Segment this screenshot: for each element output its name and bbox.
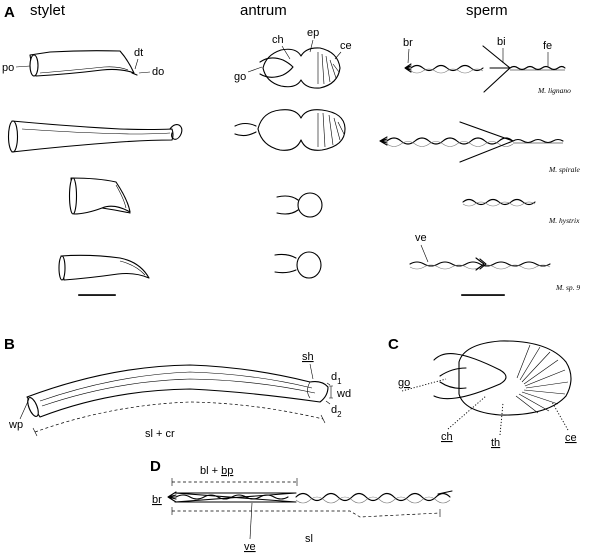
- panel-b: B sh d1 wd d2 wp sl + cr: [4, 336, 351, 440]
- species-label-m-hystrix: M. hystrix: [548, 216, 580, 225]
- panel-d: D bl + bp br ve sl: [150, 458, 453, 553]
- label-sh: sh: [302, 351, 314, 363]
- label-d2: d2: [331, 404, 342, 419]
- label-ve-d: ve: [244, 541, 256, 553]
- stylet-m-hystrix: [68, 177, 131, 215]
- panel-c: C go ch th ce: [388, 336, 577, 449]
- label-po: po: [2, 62, 14, 74]
- antrum-m-sp9: [274, 251, 322, 279]
- column-title-stylet: stylet: [30, 2, 66, 19]
- label-go-c: go: [398, 377, 410, 389]
- label-sl-cr: sl + cr: [145, 428, 175, 440]
- label-ch-c: ch: [441, 431, 453, 443]
- column-title-sperm: sperm: [466, 2, 508, 19]
- species-label-m-spirale: M. spirale: [548, 165, 581, 174]
- stylet-m-lignano: po dt do: [2, 47, 164, 78]
- label-wp: wp: [8, 419, 23, 431]
- label-fe: fe: [543, 40, 552, 52]
- sperm-m-spirale: M. spirale: [379, 121, 581, 174]
- label-bi: bi: [497, 36, 506, 48]
- dashed-length-line-b: [34, 401, 324, 433]
- sperm-m-lignano: br bi fe M. lignano: [403, 36, 571, 95]
- panel-letter-b: B: [4, 336, 15, 353]
- label-d1: d1: [331, 371, 342, 386]
- species-label-m-sp9: M. sp. 9: [555, 283, 580, 292]
- label-go: go: [234, 71, 246, 83]
- label-ve: ve: [415, 232, 427, 244]
- panel-a: A stylet antrum sperm po dt do: [2, 2, 581, 296]
- antrum-m-lignano: ch ep ce go: [234, 27, 352, 89]
- label-ce-c: ce: [565, 432, 577, 444]
- label-th-c: th: [491, 437, 500, 449]
- panel-letter-c: C: [388, 336, 399, 353]
- label-sl-d: sl: [305, 533, 313, 545]
- species-label-m-lignano: M. lignano: [537, 86, 571, 95]
- label-br: br: [403, 37, 413, 49]
- label-br-d: br: [152, 494, 162, 506]
- panel-letter-d: D: [150, 458, 161, 475]
- label-wd: wd: [336, 388, 351, 400]
- panel-letter-a: A: [4, 4, 15, 21]
- label-dt: dt: [134, 47, 143, 59]
- label-bl-bp: bl + bp: [200, 465, 233, 477]
- stylet-m-spirale: [7, 120, 183, 153]
- sperm-m-sp9: ve M. sp. 9: [409, 232, 580, 296]
- column-title-antrum: antrum: [240, 2, 287, 19]
- stylet-m-sp9: [58, 254, 150, 296]
- label-do: do: [152, 66, 164, 78]
- antrum-m-spirale: [234, 109, 346, 151]
- antrum-m-hystrix: [276, 192, 323, 218]
- label-ce: ce: [340, 40, 352, 52]
- sperm-m-hystrix: M. hystrix: [462, 198, 580, 225]
- label-ep: ep: [307, 27, 319, 39]
- label-ch: ch: [272, 34, 284, 46]
